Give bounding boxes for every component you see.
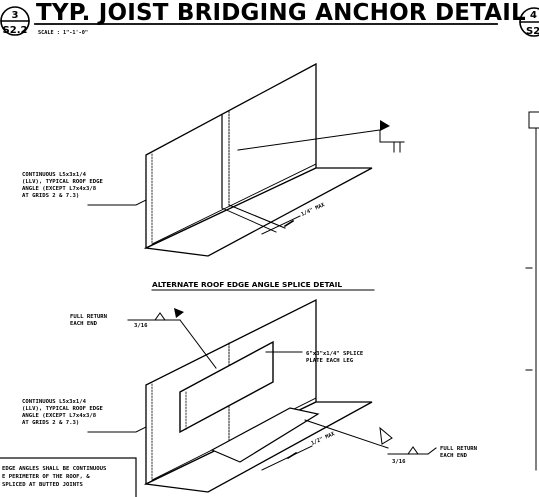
adjacent-detail-fragment <box>525 111 539 471</box>
upper-view-subtitle: ALTERNATE ROOF EDGE ANGLE SPLICE DETAIL <box>152 280 342 289</box>
upper-horizontal-leg <box>143 167 373 257</box>
upper-callout-line-3: ANGLE (EXCEPT L7x4x3/8 <box>22 186 97 192</box>
lower-weld-bottom-label-2: EACH END <box>440 453 468 459</box>
lower-callout-line-4: AT GRIDS 2 & 7.3) <box>22 420 79 426</box>
upper-gap-tick <box>283 219 295 228</box>
general-note-line-3: SPLICED AT BUTTED JOINTS <box>2 482 83 488</box>
general-note: EDGE ANGLES SHALL BE CONTINUOUS E PERIME… <box>0 457 137 497</box>
lower-callout-leader <box>87 426 147 433</box>
lower-weld-bottom-label-1: FULL RETURN <box>440 446 478 452</box>
detail-scale: SCALE : 1"-1'-0" <box>38 30 88 36</box>
next-detail-number: 4 <box>530 10 537 21</box>
lower-weld-top-size: 3/16 <box>134 323 148 329</box>
lower-callout-line-2: (LLV), TYPICAL ROOF EDGE <box>22 406 103 412</box>
lower-weld-bottom-leader <box>304 419 389 449</box>
lower-weld-bottom-size: 3/16 <box>392 459 406 465</box>
lower-callout-line-1: CONTINUOUS L5x3x1/4 <box>22 399 87 405</box>
lower-weld-top-label-1: FULL RETURN <box>70 314 108 320</box>
detail-title: TYP. JOIST BRIDGING ANCHOR DETAIL <box>36 0 526 26</box>
lower-bottom-flag-icon <box>379 426 393 445</box>
lower-gap-tick <box>286 451 298 460</box>
upper-horizontal-splice <box>228 204 286 229</box>
detail-header: 3 S2.2 TYP. JOIST BRIDGING ANCHOR DETAIL… <box>0 0 539 37</box>
splice-plate-horizontal <box>210 407 320 463</box>
splice-plate-vertical <box>179 340 274 434</box>
plate-label-line-1: 6"x3"x1/4" SPLICE <box>306 351 363 357</box>
plate-label-line-2: PLATE EACH LEG <box>306 358 354 364</box>
upper-callout-line-2: (LLV), TYPICAL ROOF EDGE <box>22 179 103 185</box>
detail-sheet-ref: S2.2 <box>3 25 28 36</box>
lower-angle-drawing <box>127 298 437 493</box>
adjacent-bracket <box>528 111 539 129</box>
upper-weld-leader <box>237 129 381 151</box>
upper-callout-line-4: AT GRIDS 2 & 7.3) <box>22 193 79 199</box>
upper-callout-line-1: CONTINUOUS L5x3x1/4 <box>22 172 87 178</box>
upper-gap-leader <box>261 215 301 235</box>
detail-number: 3 <box>12 10 19 21</box>
general-note-line-1: EDGE ANGLES SHALL BE CONTINUOUS <box>2 466 107 472</box>
lower-weld-top-label-2: EACH END <box>70 321 98 327</box>
lower-weld-bottom-fillet <box>407 446 419 455</box>
general-note-box <box>0 457 137 497</box>
upper-leg-fold <box>151 163 317 245</box>
lower-weld-top-fillet <box>154 312 166 321</box>
lower-weld-top-leader <box>179 319 217 369</box>
lower-gap-leader <box>261 445 313 471</box>
lower-weld-bottom-tail <box>427 447 437 455</box>
next-detail-sheet: S2 <box>526 26 539 37</box>
upper-horizontal-splice-2 <box>221 207 277 233</box>
upper-callout-leader <box>87 199 147 206</box>
lower-callout-line-3: ANGLE (EXCEPT L7x4x3/8 <box>22 413 97 419</box>
general-note-line-2: E PERIMETER OF THE ROOF, & <box>2 474 90 480</box>
lower-top-flag-icon <box>174 308 184 318</box>
upper-flag-icon <box>380 120 390 131</box>
upper-angle-drawing <box>143 62 405 257</box>
